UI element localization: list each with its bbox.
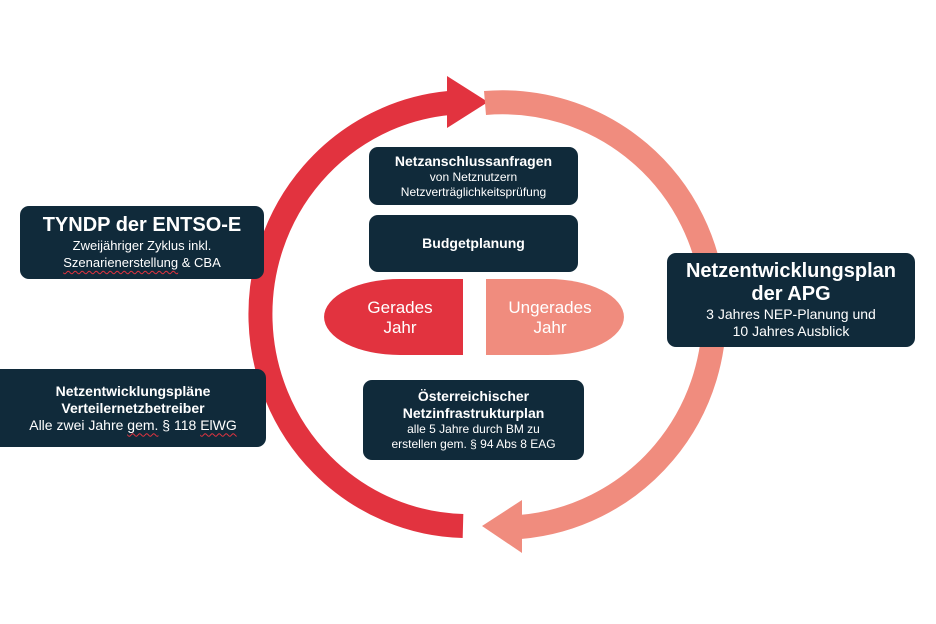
right-arrowhead	[482, 500, 522, 553]
netzanschluss-line2: Netzverträglichkeitsprüfung	[400, 184, 547, 199]
nep-vnb-gem: gem.	[127, 416, 159, 433]
nep-vnb-elwg: ElWG	[200, 416, 237, 433]
nep-vnb-box: Netzentwicklungspläne Verteilernetzbetre…	[0, 369, 266, 447]
oenip-title2: Netzinfrastrukturplan	[402, 405, 545, 421]
apg-line1: 3 Jahres NEP-Planung und	[706, 306, 876, 322]
even-year-line1: Gerades	[367, 298, 433, 317]
even-year-label: Gerades Jahr	[350, 298, 450, 338]
nep-vnb-paragraph: § 118	[158, 416, 201, 433]
even-year-shape	[324, 279, 463, 355]
apg-line2: 10 Jahres Ausblick	[732, 323, 850, 339]
odd-year-shape	[486, 279, 624, 355]
oenip-line2: erstellen gem. § 94 Abs 8 EAG	[391, 437, 556, 451]
oenip-title1: Österreichischer	[417, 388, 530, 404]
apg-title2: der APG	[751, 283, 831, 305]
apg-title1: Netzentwicklungsplan	[685, 260, 897, 282]
left-arc-arrow	[248, 91, 464, 538]
tyndp-line2: Szenarienerstellung & CBA	[63, 254, 221, 271]
tyndp-scenario-text: Szenarienerstellung	[63, 255, 179, 270]
even-year-line2: Jahr	[383, 318, 417, 337]
odd-year-line1: Ungerades	[508, 298, 592, 317]
nep-vnb-title1: Netzentwicklungspläne	[55, 382, 211, 399]
tyndp-cba-text: & CBA	[178, 255, 221, 270]
odd-year-line2: Jahr	[533, 318, 567, 337]
oenip-line1: alle 5 Jahre durch BM zu	[407, 422, 540, 436]
budget-box: Budgetplanung	[369, 215, 578, 272]
apg-box: Netzentwicklungsplan der APG 3 Jahres NE…	[667, 253, 915, 347]
tyndp-box: TYNDP der ENTSO-E Zweijähriger Zyklus in…	[20, 206, 264, 279]
nep-vnb-prefix: Alle zwei Jahre	[29, 416, 128, 433]
netzanschluss-line1: von Netznutzern	[429, 169, 518, 184]
oenip-box: Österreichischer Netzinfrastrukturplan a…	[363, 380, 584, 460]
tyndp-title: TYNDP der ENTSO-E	[42, 214, 242, 236]
netzanschluss-box: Netzanschlussanfragen von Netznutzern Ne…	[369, 147, 578, 205]
budget-title: Budgetplanung	[422, 235, 525, 251]
tyndp-line1: Zweijähriger Zyklus inkl.	[72, 238, 212, 253]
left-arrowhead	[447, 76, 488, 128]
nep-vnb-title2: Verteilernetzbetreiber	[61, 399, 205, 416]
nep-vnb-line: Alle zwei Jahre gem. § 118 ElWG	[29, 417, 237, 434]
netzanschluss-title: Netzanschlussanfragen	[394, 152, 553, 169]
odd-year-label: Ungerades Jahr	[495, 298, 605, 338]
